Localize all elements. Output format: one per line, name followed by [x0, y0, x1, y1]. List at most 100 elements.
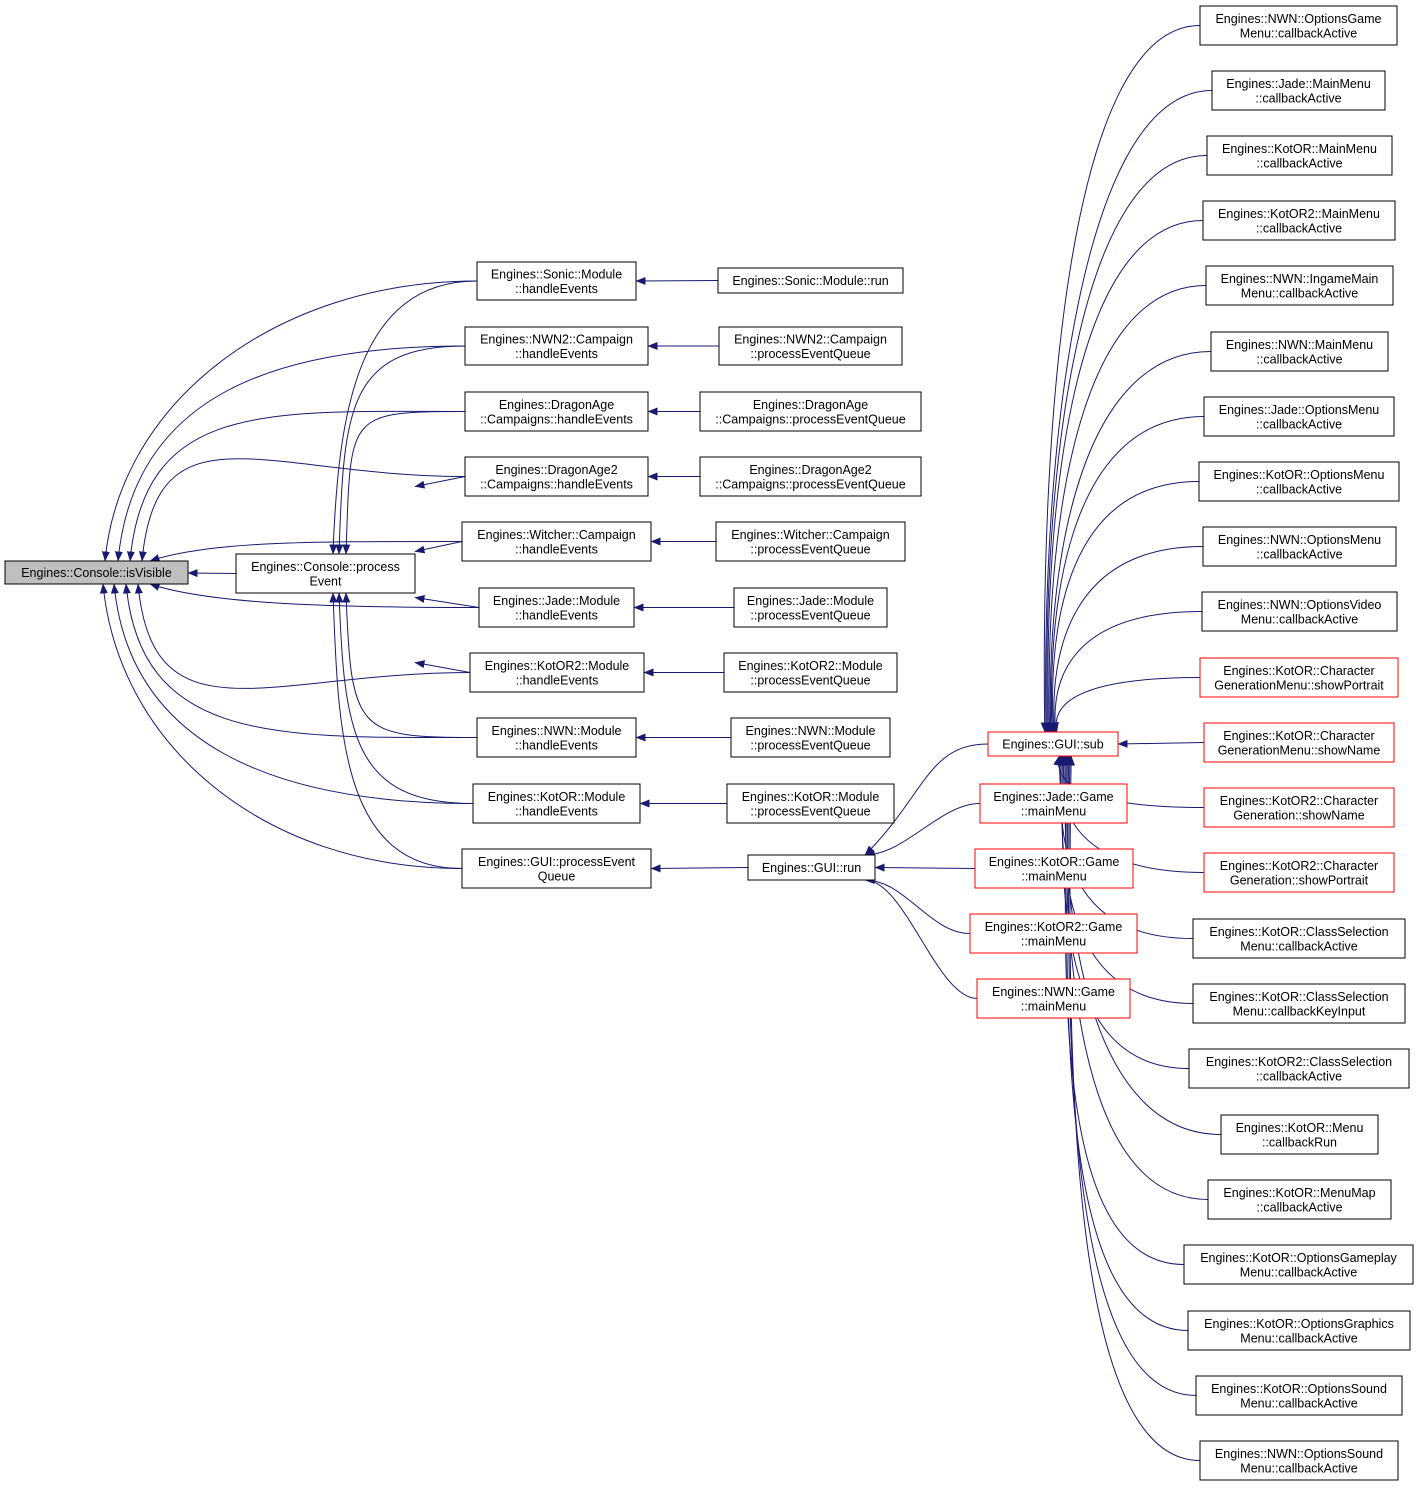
node-root[interactable]: Engines::Console::isVisible: [4, 560, 189, 585]
node-box: [717, 267, 904, 294]
node-kotor_game[interactable]: Engines::KotOR::Game::mainMenu: [974, 848, 1134, 889]
node-r7[interactable]: Engines::Jade::OptionsMenu::callbackActi…: [1203, 396, 1395, 437]
node-label-line: Engines::Witcher::Campaign: [477, 528, 635, 542]
node-r14[interactable]: Engines::KotOR2::CharacterGeneration::sh…: [1203, 852, 1395, 893]
edge-kotor2_game-to-gui_run: [864, 876, 971, 934]
node-label-line: Engines::KotOR2::Game: [985, 920, 1123, 934]
node-box: [476, 261, 637, 301]
node-label-line: Engines::NWN::Module: [492, 724, 622, 738]
node-nwn2_he[interactable]: Engines::NWN2::Campaign::handleEvents: [464, 326, 649, 366]
node-witcher_peq[interactable]: Engines::Witcher::Campaign::processEvent…: [715, 521, 906, 562]
node-r8[interactable]: Engines::KotOR::OptionsMenu::callbackAct…: [1198, 461, 1400, 502]
edge-r14-to-gui_sub: [1055, 755, 1205, 873]
node-box: [969, 913, 1138, 954]
node-nwn_peq[interactable]: Engines::NWN::Module::processEventQueue: [730, 717, 891, 758]
node-r19[interactable]: Engines::KotOR::MenuMap::callbackActive: [1207, 1179, 1392, 1220]
node-label-line: Engines::KotOR2::Character: [1220, 794, 1378, 808]
node-da_peq[interactable]: Engines::DragonAge::Campaigns::processEv…: [699, 391, 922, 432]
node-r21[interactable]: Engines::KotOR::OptionsGraphicsMenu::cal…: [1187, 1310, 1411, 1351]
edge-r23-to-gui_sub: [1067, 755, 1201, 1461]
edge-r10-to-gui_sub: [1050, 611, 1203, 733]
node-r17[interactable]: Engines::KotOR2::ClassSelection::callbac…: [1188, 1048, 1410, 1089]
node-label-line: Menu::callbackActive: [1241, 286, 1358, 300]
node-r3[interactable]: Engines::KotOR::MainMenu::callbackActive: [1206, 135, 1393, 176]
node-box: [1205, 265, 1394, 306]
node-label-line: ::handleEvents: [516, 673, 599, 687]
node-label-line: Engines::GUI::run: [762, 861, 861, 875]
node-label-line: Menu::callbackActive: [1240, 26, 1357, 40]
node-r1[interactable]: Engines::NWN::OptionsGameMenu::callbackA…: [1199, 5, 1398, 46]
node-box: [1198, 461, 1400, 502]
node-nwn_he[interactable]: Engines::NWN::Module::handleEvents: [476, 717, 637, 758]
node-label-line: Engines::KotOR2::ClassSelection: [1206, 1055, 1392, 1069]
node-r13[interactable]: Engines::KotOR2::CharacterGeneration::sh…: [1203, 787, 1395, 828]
node-r9[interactable]: Engines::NWN::OptionsMenu::callbackActiv…: [1202, 526, 1397, 567]
node-gui_sub[interactable]: Engines::GUI::sub: [987, 731, 1119, 757]
node-kotor_he[interactable]: Engines::KotOR::Module::handleEvents: [472, 783, 641, 824]
node-r11[interactable]: Engines::KotOR::CharacterGenerationMenu:…: [1199, 657, 1399, 698]
node-box: [1202, 526, 1397, 567]
node-label-line: ::handleEvents: [515, 804, 598, 818]
node-gui_run[interactable]: Engines::GUI::run: [747, 854, 876, 881]
node-kotor2_he[interactable]: Engines::KotOR2::Module::handleEvents: [469, 652, 645, 693]
node-label-line: Engines::KotOR::Character: [1223, 664, 1374, 678]
node-r16[interactable]: Engines::KotOR::ClassSelectionMenu::call…: [1192, 983, 1406, 1024]
edge-kotor_game-to-gui_run: [874, 863, 976, 872]
node-kotor2_game[interactable]: Engines::KotOR2::Game::mainMenu: [969, 913, 1138, 954]
node-r6[interactable]: Engines::NWN::MainMenu::callbackActive: [1210, 331, 1389, 372]
node-label-line: Engines::KotOR::OptionsGraphics: [1204, 1317, 1394, 1331]
node-label-line: ::processEventQueue: [750, 347, 870, 361]
edge-r7-to-gui_sub: [1047, 416, 1205, 733]
node-label-line: Engines::DragonAge: [499, 398, 614, 412]
node-label-line: ::processEventQueue: [750, 804, 870, 818]
edge-r5-to-gui_sub: [1045, 285, 1207, 733]
node-r22[interactable]: Engines::KotOR::OptionsSoundMenu::callba…: [1195, 1375, 1403, 1416]
node-jade_peq[interactable]: Engines::Jade::Module::processEventQueue: [733, 587, 888, 628]
node-label-line: ::Campaigns::processEventQueue: [715, 477, 905, 491]
node-sonic_he[interactable]: Engines::Sonic::Module::handleEvents: [476, 261, 637, 301]
node-da_he[interactable]: Engines::DragonAge::Campaigns::handleEve…: [464, 391, 649, 432]
node-nwn2_peq[interactable]: Engines::NWN2::Campaign::processEventQue…: [718, 326, 903, 366]
node-witcher_he[interactable]: Engines::Witcher::Campaign::handleEvents: [461, 521, 652, 562]
node-kotor2_peq[interactable]: Engines::KotOR2::Module::processEventQue…: [723, 652, 898, 693]
node-r4[interactable]: Engines::KotOR2::MainMenu::callbackActiv…: [1202, 200, 1396, 241]
node-label-line: Engines::DragonAge2: [495, 463, 617, 477]
node-box: [976, 978, 1131, 1019]
node-box: [979, 783, 1128, 824]
node-da2_he[interactable]: Engines::DragonAge2::Campaigns::handleEv…: [464, 456, 649, 497]
node-box: [715, 521, 906, 562]
node-r20[interactable]: Engines::KotOR::OptionsGameplayMenu::cal…: [1183, 1244, 1414, 1285]
node-box: [747, 854, 876, 881]
node-r12[interactable]: Engines::KotOR::CharacterGenerationMenu:…: [1203, 722, 1395, 763]
node-label-line: Engines::KotOR::ClassSelection: [1209, 925, 1388, 939]
node-r5[interactable]: Engines::NWN::IngameMainMenu::callbackAc…: [1205, 265, 1394, 306]
node-r18[interactable]: Engines::KotOR::Menu::callbackRun: [1220, 1114, 1379, 1155]
node-r2[interactable]: Engines::Jade::MainMenu::callbackActive: [1211, 70, 1386, 111]
node-kotor_peq[interactable]: Engines::KotOR::Module::processEventQueu…: [726, 783, 895, 824]
node-gui_peq[interactable]: Engines::GUI::processEventQueue: [461, 848, 652, 889]
edge-nwn_he-to-root: [122, 583, 478, 739]
node-r23[interactable]: Engines::NWN::OptionsSoundMenu::callback…: [1199, 1440, 1399, 1481]
node-box: [1187, 1310, 1411, 1351]
edge-da2_he-to-processEvent: [414, 476, 466, 489]
node-r10[interactable]: Engines::NWN::OptionsVideoMenu::callback…: [1201, 591, 1398, 632]
node-label-line: Engines::KotOR::MenuMap: [1223, 1186, 1375, 1200]
node-sonic_run[interactable]: Engines::Sonic::Module::run: [717, 267, 904, 294]
node-jade_he[interactable]: Engines::Jade::Module::handleEvents: [478, 587, 635, 628]
node-label-line: Engines::KotOR2::Module: [485, 659, 630, 673]
node-label-line: Menu::callbackActive: [1240, 1331, 1357, 1345]
node-label-line: Engines::NWN::MainMenu: [1226, 338, 1373, 352]
node-jade_game[interactable]: Engines::Jade::Game::mainMenu: [979, 783, 1128, 824]
edge-r12-to-gui_sub: [1117, 739, 1205, 748]
node-r15[interactable]: Engines::KotOR::ClassSelectionMenu::call…: [1192, 918, 1406, 959]
node-da2_peq[interactable]: Engines::DragonAge2::Campaigns::processE…: [699, 456, 922, 497]
node-processEvent[interactable]: Engines::Console::processEvent: [235, 553, 416, 594]
node-label-line: Engines::KotOR2::Module: [738, 659, 883, 673]
edge-r4-to-gui_sub: [1044, 220, 1204, 733]
edge-r2-to-gui_sub: [1041, 90, 1213, 733]
node-label-line: ::Campaigns::processEventQueue: [715, 412, 905, 426]
node-nwn_game[interactable]: Engines::NWN::Game::mainMenu: [976, 978, 1131, 1019]
edge-processEvent-to-root: [187, 569, 237, 578]
node-box: [718, 326, 903, 366]
node-box: [461, 521, 652, 562]
